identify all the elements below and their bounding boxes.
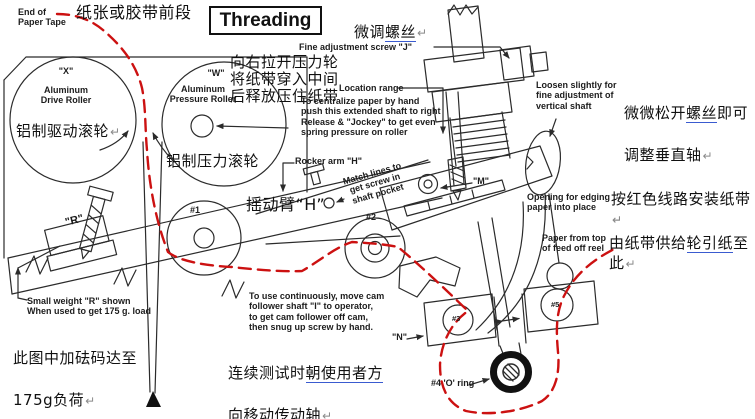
leader-location-range bbox=[397, 87, 446, 134]
leader-o-ring bbox=[468, 377, 490, 386]
label-m: "M" bbox=[473, 176, 490, 186]
label-cn-drive-roller: 铝制驱动滚轮↵ bbox=[16, 122, 121, 140]
label-cn-continuous: 连续测试时朝使用者方 向移动传动轴↵ bbox=[228, 342, 384, 419]
break-symbol bbox=[113, 267, 137, 287]
leader-fine-adjustment bbox=[433, 46, 510, 59]
label-x: "X" bbox=[58, 66, 74, 76]
shaft-collar bbox=[423, 47, 525, 93]
label-fine-adjustment-screw: Fine adjustment screw "J" bbox=[299, 42, 413, 52]
rotation-arrow bbox=[99, 130, 129, 151]
rocker-arm-rail-top bbox=[7, 161, 431, 259]
cam bbox=[398, 256, 461, 298]
label-cn-pressure-roller: 铝制压力滚轮 bbox=[166, 152, 260, 170]
label-cn-red-route: 按红色线路安装纸带↵ bbox=[611, 190, 751, 228]
weight-bolt bbox=[78, 185, 114, 260]
extended-shaft-end bbox=[190, 114, 214, 138]
label-cn-paper-front: 纸张或胶带前段 bbox=[76, 3, 192, 22]
label-location-range: Location range bbox=[339, 83, 404, 93]
label-w: "W" bbox=[207, 68, 225, 78]
label-aluminum-drive-roller: Aluminum Drive Roller bbox=[40, 85, 92, 106]
label-loosen-slightly: Loosen slightly for fine adjustment of v… bbox=[536, 80, 617, 111]
o-ring bbox=[490, 351, 532, 393]
break-symbol bbox=[25, 255, 49, 275]
block-5 bbox=[523, 280, 599, 333]
label-rocker-arm-h: Rocker arm "H" bbox=[295, 156, 363, 166]
label-small-weight: Small weight "R" shown When used to get … bbox=[27, 296, 152, 317]
leader-rocker-arm bbox=[280, 162, 295, 192]
rocker-arm-h bbox=[255, 159, 429, 245]
label-opening-for-edging: Opening for edging paper into place bbox=[527, 192, 610, 213]
label-aluminum-pressure-roller: Aluminum Pressure Roller bbox=[169, 84, 237, 105]
label-cn-pull-open-roller: 向右拉开压力轮 将纸带穿入中间 后释放压住纸带 bbox=[230, 53, 339, 105]
roller-1 bbox=[166, 200, 242, 276]
label-hash5: #5 bbox=[551, 300, 560, 309]
arm-knob bbox=[302, 163, 325, 186]
edging-opening bbox=[524, 130, 562, 196]
paper-path-red bbox=[55, 12, 620, 415]
shaft-body bbox=[431, 81, 513, 123]
label-hash3: #3 bbox=[452, 314, 461, 323]
pressure-roller-w bbox=[161, 61, 287, 187]
mount-panel bbox=[3, 56, 308, 193]
label-return-mark: ↵ bbox=[612, 213, 623, 227]
adjust-range-arrow bbox=[495, 316, 520, 325]
label-end-of-paper-tape: End of Paper Tape bbox=[18, 7, 66, 28]
label-cn-rocker-arm: 摇动臂“H” bbox=[246, 195, 326, 214]
break-symbol bbox=[447, 4, 479, 16]
paper-tape-line bbox=[142, 141, 151, 393]
leader-n bbox=[406, 334, 424, 341]
roller-2 bbox=[344, 217, 406, 279]
break-symbol bbox=[221, 279, 245, 299]
label-n: "N" bbox=[392, 332, 408, 342]
shaft-pocket-screw bbox=[323, 197, 335, 209]
drive-roller-x bbox=[9, 56, 137, 184]
label-centralize-paper: To centralize paper by hand push this ex… bbox=[301, 96, 441, 138]
base-plate bbox=[379, 145, 553, 231]
label-hash1: #1 bbox=[190, 205, 201, 215]
rocker-arm-rail-bottom bbox=[11, 197, 443, 295]
label-o-ring: #4 'O' ring bbox=[431, 378, 475, 388]
diagram-title: Threading bbox=[209, 6, 322, 35]
label-paper-from-top: Paper from top of feed off reel bbox=[542, 233, 607, 254]
tape-end-triangle bbox=[146, 391, 161, 407]
label-cn-weight: 此图中加砝码达至 175g负荷↵ bbox=[13, 349, 138, 409]
notch-strip bbox=[403, 179, 506, 217]
label-cn-feed: 由纸带供给轮引纸至此↵ bbox=[609, 234, 749, 273]
screw-m bbox=[417, 173, 439, 195]
label-use-continuously: To use continuously, move cam follower s… bbox=[249, 291, 385, 333]
block-3 bbox=[423, 293, 497, 347]
leader-loosen bbox=[549, 118, 557, 137]
label-hash2: #2 bbox=[366, 212, 377, 222]
label-cn-fine-screw: 微调螺丝↵ bbox=[354, 23, 428, 42]
label-cn-loosen: 微微松开螺丝即可 调整垂直轴↵ bbox=[624, 104, 749, 164]
